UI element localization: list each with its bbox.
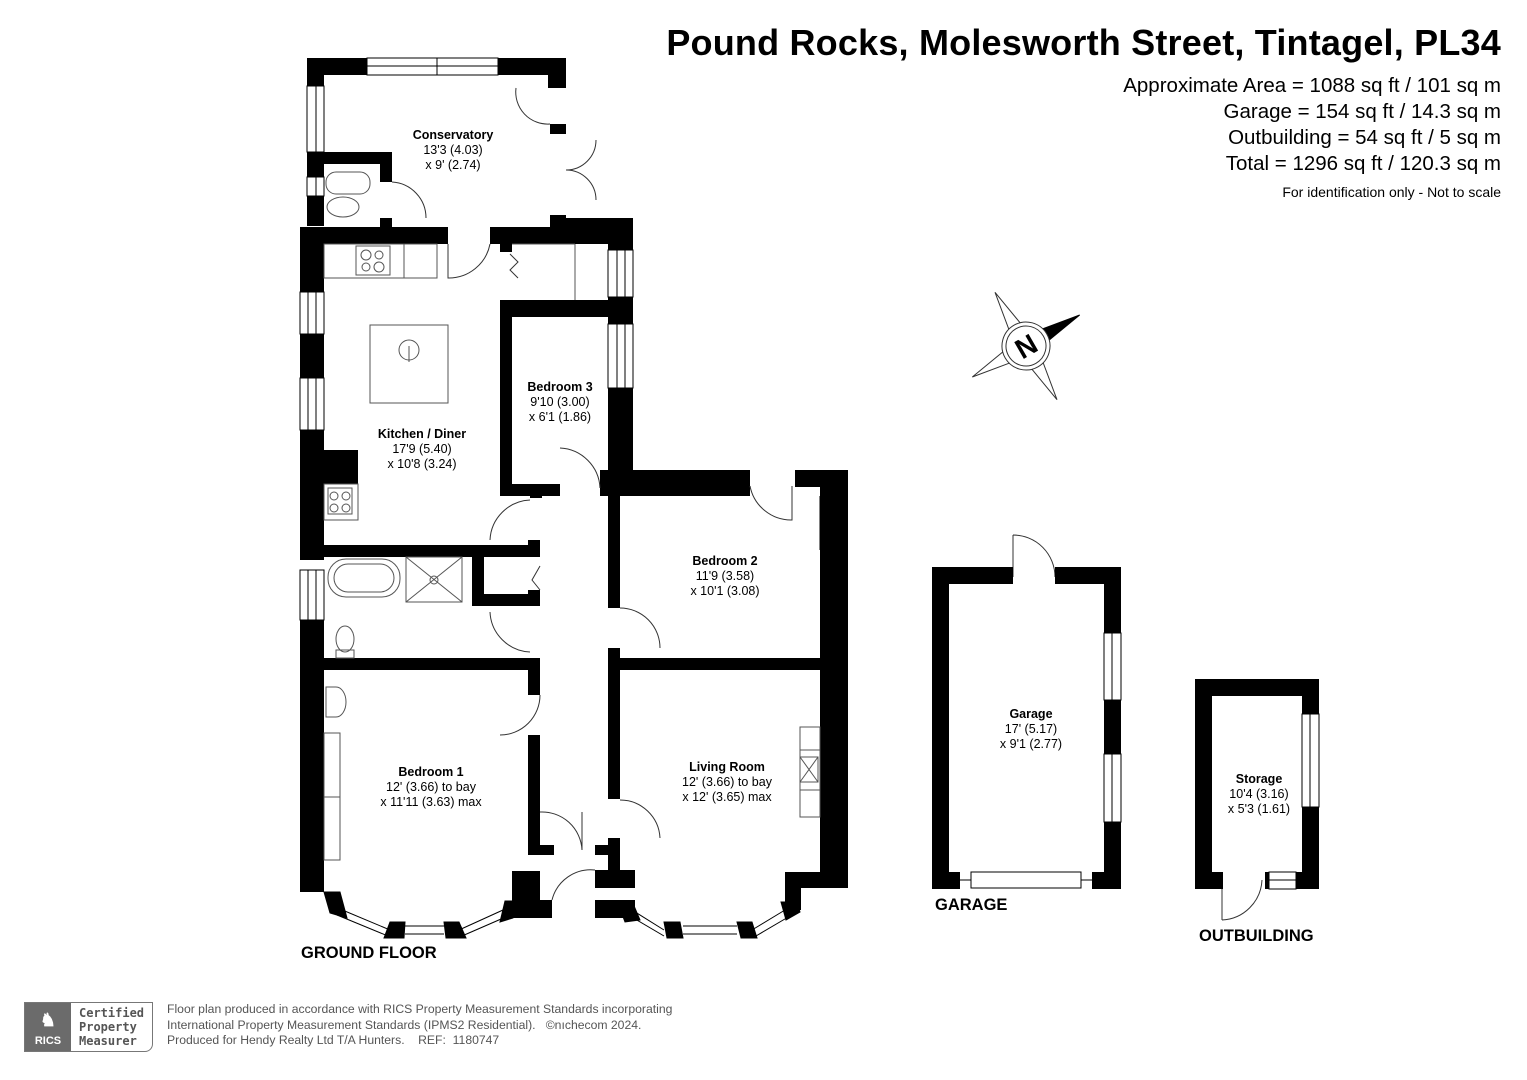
footer: ♞ RICS Certified Property Measurer Floor… — [24, 1002, 672, 1052]
window-glazing — [299, 57, 830, 937]
area-outbuilding: Outbuilding = 54 sq ft / 5 sq m — [1228, 126, 1501, 149]
north-compass-icon — [971, 291, 1081, 401]
outbuilding-section-label: OUTBUILDING — [1199, 927, 1314, 945]
garage-walls — [932, 567, 1121, 889]
area-garage: Garage = 154 sq ft / 14.3 sq m — [1223, 100, 1501, 123]
bay-windows — [323, 891, 801, 939]
scale-disclaimer: For identification only - Not to scale — [1282, 184, 1501, 200]
outbuilding-windows — [1268, 713, 1320, 890]
property-title: Pound Rocks, Molesworth Street, Tintagel… — [666, 22, 1501, 63]
footer-line-2: International Property Measurement Stand… — [167, 1017, 642, 1032]
area-main: Approximate Area = 1088 sq ft / 101 sq m — [1123, 74, 1501, 97]
certified-measurer-text: Certified Property Measurer — [79, 1006, 145, 1048]
outbuilding-walls — [1195, 679, 1319, 889]
ground-floor-walls — [300, 58, 848, 918]
garage-windows — [960, 632, 1122, 889]
rics-lion-icon: ♞ — [39, 1010, 57, 1030]
garage-section-label: GARAGE — [935, 896, 1008, 914]
footer-line-3: Produced for Hendy Realty Ltd T/A Hunter… — [167, 1033, 500, 1047]
rics-logo-text: RICS — [34, 1035, 62, 1047]
fixtures — [323, 171, 821, 861]
footer-disclaimer: Floor plan produced in accordance with R… — [167, 1002, 672, 1049]
ground-floor-label: GROUND FLOOR — [301, 944, 437, 962]
rics-certified-badge: ♞ RICS Certified Property Measurer — [24, 1002, 154, 1052]
footer-line-1: Floor plan produced in accordance with R… — [167, 1002, 673, 1016]
area-total: Total = 1296 sq ft / 120.3 sq m — [1225, 152, 1501, 175]
area-summary: Approximate Area = 1088 sq ft / 101 sq m… — [1123, 73, 1501, 201]
rics-logo: ♞ RICS — [25, 1003, 71, 1051]
